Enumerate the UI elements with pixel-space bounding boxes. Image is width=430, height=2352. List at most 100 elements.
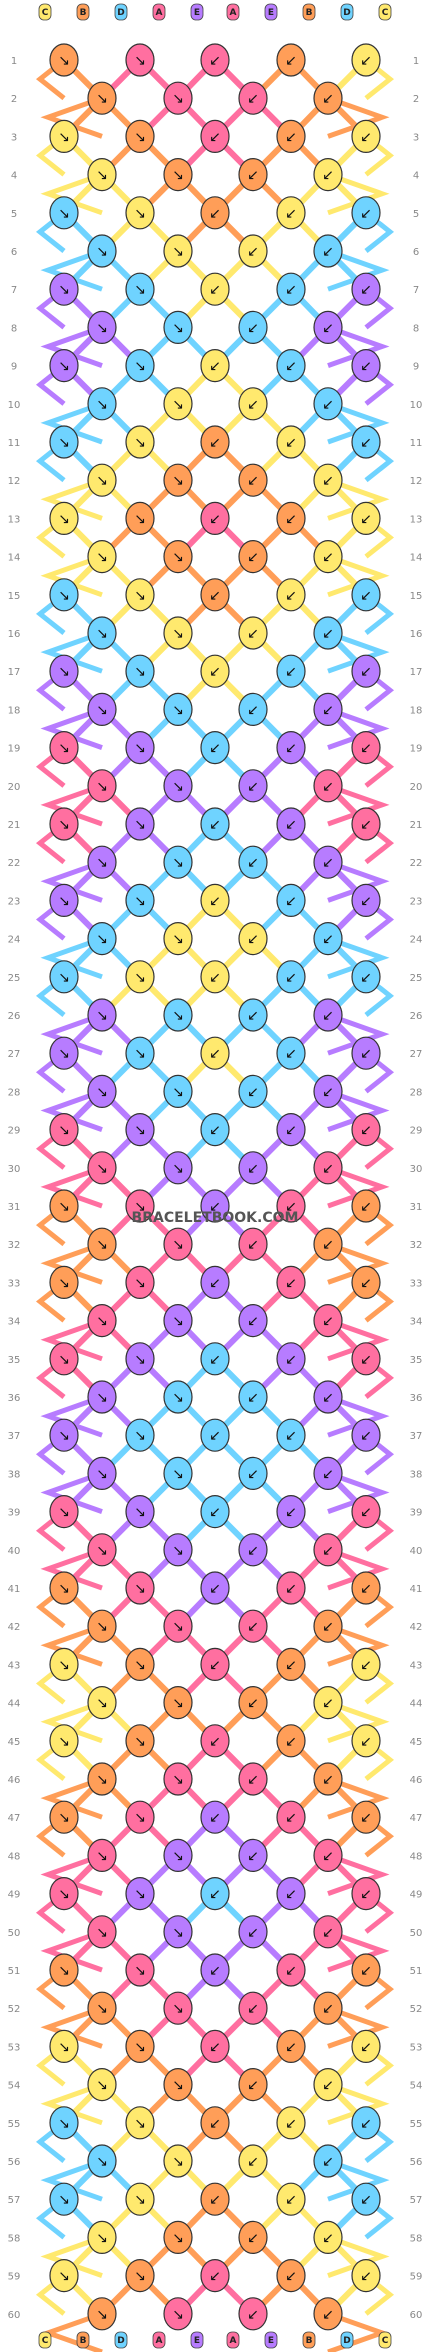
knot-arrow-icon: ↙ xyxy=(209,1275,221,1291)
knot-oval xyxy=(313,2297,343,2331)
knot-oval xyxy=(351,807,381,841)
knot-arrow-icon: ↙ xyxy=(322,1084,334,1100)
row-number-right: 6 xyxy=(413,247,419,258)
row-number-right: 48 xyxy=(410,1851,423,1862)
knot-arrow-icon: ↘ xyxy=(134,1046,146,1062)
knot-oval xyxy=(238,1151,268,1185)
edge-strand-right xyxy=(327,1929,390,1973)
knot-oval xyxy=(200,2259,230,2293)
knot-arrow-icon: ↙ xyxy=(360,741,372,757)
row-number-left: 23 xyxy=(8,896,21,907)
knot-oval xyxy=(351,2182,381,2216)
knot: ↙ xyxy=(351,1112,381,1147)
knot-arrow-icon: ↙ xyxy=(209,359,221,375)
knot-arrow-icon: ↙ xyxy=(360,53,372,69)
knot: ↙ xyxy=(351,2029,381,2064)
row-number-right: 24 xyxy=(410,935,423,946)
knot-oval xyxy=(125,1189,155,1223)
knot: ↙ xyxy=(276,2182,306,2216)
row-number-right: 17 xyxy=(410,667,423,678)
knot-arrow-icon: ↙ xyxy=(247,779,259,795)
knot: ↘ xyxy=(163,310,193,344)
knot-arrow-icon: ↘ xyxy=(172,1314,184,1330)
edge-strand-right xyxy=(327,936,390,980)
knot-arrow-icon: ↙ xyxy=(322,1390,334,1406)
knot-oval xyxy=(351,1800,381,1834)
row-number-left: 16 xyxy=(8,629,21,640)
knot: ↘ xyxy=(125,960,155,994)
knot-arrow-icon: ↘ xyxy=(134,129,146,145)
knot: ↙ xyxy=(313,769,343,803)
edge-strand-right xyxy=(327,401,390,445)
knot: ↘ xyxy=(125,425,155,459)
strand-bottom-label: D xyxy=(340,2331,354,2349)
knot-oval xyxy=(49,119,79,153)
knot-oval xyxy=(351,1418,381,1452)
knot: ↙ xyxy=(351,1953,381,1987)
knot-oval xyxy=(276,2029,306,2064)
knot-oval xyxy=(313,2068,343,2102)
knot: ↘ xyxy=(163,539,193,574)
knot: ↙ xyxy=(238,463,268,497)
knot: ↘ xyxy=(125,501,155,536)
row-number-left: 24 xyxy=(8,935,21,946)
knot: ↙ xyxy=(276,2106,306,2140)
knot-arrow-icon: ↘ xyxy=(172,1008,184,1024)
knot: ↙ xyxy=(200,1953,230,1987)
row-number-right: 13 xyxy=(410,514,423,525)
knot: ↘ xyxy=(125,1647,155,1682)
strand-color-swatch xyxy=(302,2331,316,2349)
knot: ↙ xyxy=(313,1762,343,1796)
knot: ↙ xyxy=(276,1189,306,1223)
knot-arrow-icon: ↙ xyxy=(322,473,334,489)
knot-arrow-icon: ↙ xyxy=(209,2116,221,2132)
knot-arrow-icon: ↙ xyxy=(209,129,221,145)
knot-arrow-icon: ↙ xyxy=(285,2039,297,2055)
knot: ↙ xyxy=(200,2029,230,2064)
knot-oval xyxy=(49,349,79,383)
knot: ↘ xyxy=(87,1609,117,1643)
knot: ↙ xyxy=(313,1303,343,1338)
edge-strand-left xyxy=(40,1776,103,1820)
knot-oval xyxy=(49,425,79,459)
knot-oval xyxy=(49,2106,79,2140)
row-number-left: 39 xyxy=(8,1508,21,1519)
edge-strand-left xyxy=(40,1623,103,1667)
knot-oval xyxy=(313,387,343,421)
knot-oval xyxy=(163,692,193,727)
knot: ↘ xyxy=(163,921,193,956)
knot: ↙ xyxy=(351,1800,381,1834)
knot: ↙ xyxy=(238,1380,268,1414)
knot-oval xyxy=(163,1609,193,1643)
knot: ↘ xyxy=(49,501,79,536)
knot-oval xyxy=(125,1571,155,1605)
knot: ↙ xyxy=(238,2068,268,2102)
row-number-right: 1 xyxy=(413,56,419,67)
edge-strand-left xyxy=(40,2235,103,2278)
edge-strand-left xyxy=(40,1089,103,1132)
knot-oval xyxy=(87,1380,117,1414)
knot: ↘ xyxy=(49,43,79,77)
knot-oval xyxy=(49,1265,79,1300)
knot-oval xyxy=(200,119,230,153)
row-number-left: 7 xyxy=(11,285,17,296)
row-number-right: 57 xyxy=(410,2195,423,2206)
knot-oval xyxy=(87,2144,117,2178)
strand-color-swatch xyxy=(152,2331,166,2349)
row-number-right: 5 xyxy=(413,209,419,220)
knot-oval xyxy=(238,1456,268,1491)
knot-oval xyxy=(125,1953,155,1987)
knot-arrow-icon: ↘ xyxy=(134,893,146,909)
knot-arrow-icon: ↙ xyxy=(285,1199,297,1215)
knot-arrow-icon: ↘ xyxy=(96,550,108,566)
knot-arrow-icon: ↘ xyxy=(134,741,146,757)
knot: ↙ xyxy=(313,234,343,268)
knot-arrow-icon: ↙ xyxy=(285,588,297,604)
knot-arrow-icon: ↙ xyxy=(247,1925,259,1941)
edge-strand-left xyxy=(40,2158,103,2202)
knot-oval xyxy=(163,1685,193,1720)
knot-oval xyxy=(49,1953,79,1987)
knot-arrow-icon: ↙ xyxy=(360,1428,372,1444)
knot-oval xyxy=(87,2068,117,2102)
knot-oval xyxy=(351,578,381,612)
